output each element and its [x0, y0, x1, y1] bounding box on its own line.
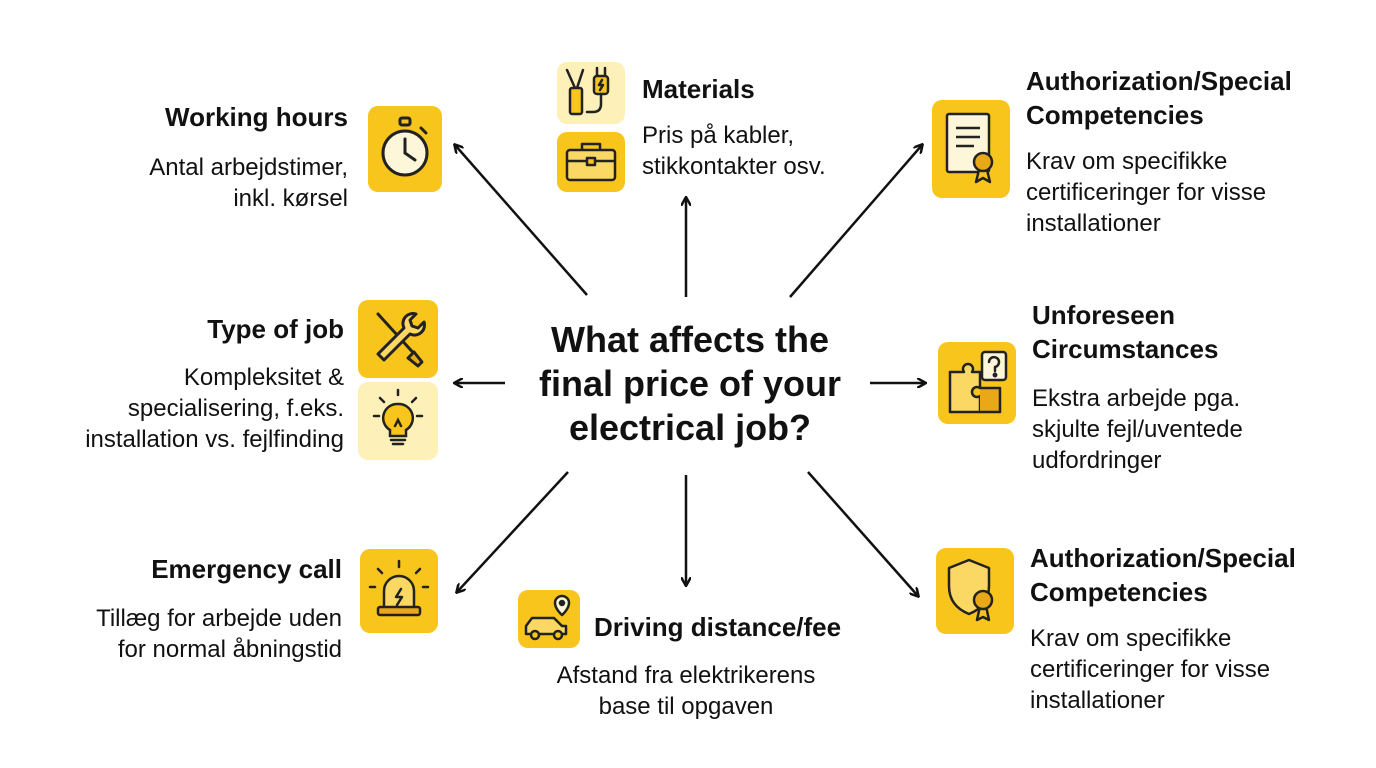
- type-of-job-desc: Kompleksitet & specialisering, f.eks. in…: [85, 364, 344, 453]
- working-hours-desc: Antal arbejdstimer, inkl. kørsel: [149, 154, 348, 212]
- tools-icon: [358, 300, 438, 378]
- driving-desc: Afstand fra elektrikerens base til opgav…: [556, 662, 816, 720]
- shield-badge-icon: [936, 548, 1014, 634]
- arrow-working-hours: [455, 145, 588, 296]
- working-hours-title: Working hours: [165, 102, 348, 132]
- certificate-icon: [932, 100, 1010, 198]
- unforeseen-desc: Ekstra arbejde pga. skjulte fejl/uvented…: [1032, 385, 1243, 474]
- emergency-light-icon: [360, 549, 438, 633]
- central-question: What affects the final price of your ele…: [538, 319, 842, 448]
- authorization-top-title: Authorization/Special Competencies: [1026, 66, 1292, 130]
- stopwatch-icon: [368, 106, 442, 192]
- lightbulb-icon: [358, 382, 438, 460]
- cable-plug-icon: [557, 62, 625, 124]
- emergency-desc: Tillæg for arbejde uden for normal åbnin…: [96, 605, 342, 663]
- arrow-authorization-bottom: [807, 471, 918, 596]
- materials-title: Materials: [642, 74, 755, 104]
- authorization-top-desc: Krav om specifikke certificeringer for v…: [1026, 148, 1267, 237]
- emergency-title: Emergency call: [151, 554, 342, 584]
- driving-title: Driving distance/fee: [594, 612, 842, 642]
- type-of-job-title: Type of job: [207, 314, 344, 344]
- arrow-emergency: [457, 471, 569, 592]
- puzzle-question-icon: [938, 342, 1016, 424]
- materials-desc: Pris på kabler, stikkontakter osv.: [642, 122, 826, 180]
- car-location-icon: [518, 590, 580, 648]
- toolbox-icon: [557, 132, 625, 192]
- authorization-bottom-desc: Krav om specifikke certificeringer for v…: [1030, 625, 1271, 714]
- arrow-authorization-top: [789, 145, 922, 298]
- authorization-bottom-title: Authorization/Special Competencies: [1030, 543, 1296, 607]
- unforeseen-title: Unforeseen Circumstances: [1032, 300, 1219, 364]
